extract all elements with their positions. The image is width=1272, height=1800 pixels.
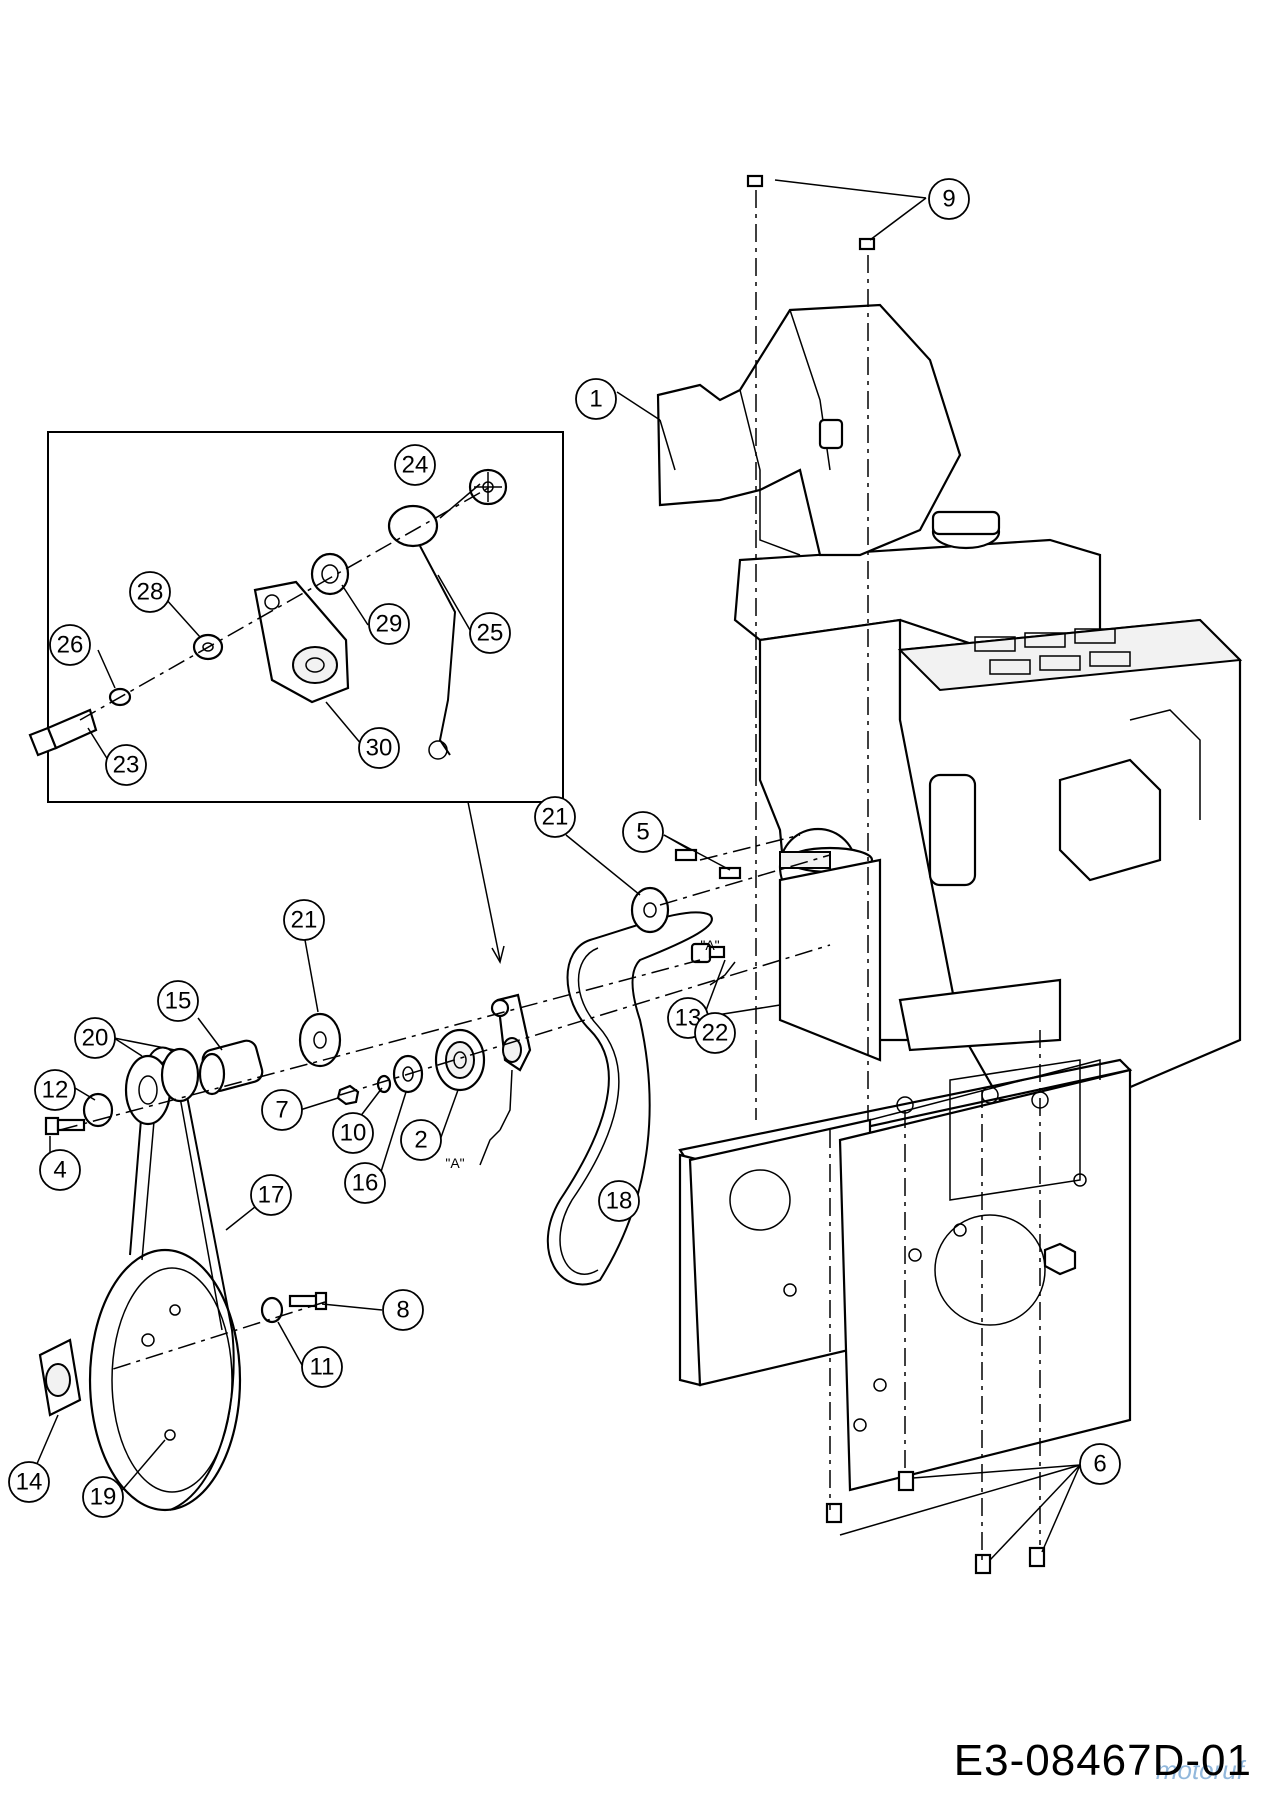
centerlines: [59, 190, 1041, 1560]
engine: [733, 510, 1243, 1102]
plate-22: [778, 858, 882, 1062]
bearing-2: [434, 1028, 486, 1092]
washer-11: [260, 1296, 284, 1324]
leader-lines: [29, 179, 1081, 1561]
drawing-id: E3-08467D-01: [953, 1736, 1252, 1785]
svg-text:16: 16: [352, 1170, 379, 1197]
callout-22: 22: [694, 1012, 736, 1054]
watermark: motoruf: [1155, 1755, 1244, 1785]
callout-24: 24: [394, 444, 436, 486]
inset-spring-25: [387, 504, 457, 760]
callout-9: 9: [928, 178, 970, 220]
callout-10: 10: [332, 1112, 374, 1154]
bolts-5: [674, 848, 742, 880]
svg-text:28: 28: [137, 579, 164, 606]
svg-text:10: 10: [340, 1120, 367, 1147]
callout-25: 25: [469, 612, 511, 654]
svg-text:20: 20: [82, 1025, 109, 1052]
inset-leader: [467, 801, 501, 961]
washer-10: [376, 1074, 392, 1094]
svg-text:21: 21: [542, 804, 569, 831]
callout-12: 12: [34, 1069, 76, 1111]
callout-19: 19: [82, 1476, 124, 1518]
svg-text:9: 9: [942, 186, 955, 213]
belt-cover-1: [656, 303, 962, 557]
detail-inset-box: [47, 431, 564, 803]
washer-12: [82, 1092, 114, 1128]
callout-14: 14: [8, 1461, 50, 1503]
callout-23: 23: [105, 744, 147, 786]
washer-21-right: [630, 886, 670, 934]
inset-bolt-23: [28, 708, 98, 757]
washer-21-left: [298, 1012, 342, 1068]
callout-17: 17: [250, 1174, 292, 1216]
svg-text:23: 23: [113, 752, 140, 779]
callout-5: 5: [622, 811, 664, 853]
reference-mark-a-engine: "A": [700, 937, 719, 953]
callout-15: 15: [157, 980, 199, 1022]
callout-20: 20: [74, 1017, 116, 1059]
screws-6: [825, 1470, 1046, 1575]
svg-text:30: 30: [366, 735, 393, 762]
svg-text:26: 26: [57, 632, 84, 659]
svg-text:17: 17: [258, 1182, 285, 1209]
callout-29: 29: [368, 603, 410, 645]
callout-1: 1: [575, 378, 617, 420]
svg-text:25: 25: [477, 620, 504, 647]
svg-text:6: 6: [1093, 1451, 1106, 1478]
svg-text:22: 22: [702, 1020, 729, 1047]
callout-18: 18: [598, 1180, 640, 1222]
svg-text:18: 18: [606, 1188, 633, 1215]
callout-11: 11: [301, 1346, 343, 1388]
svg-text:21: 21: [291, 907, 318, 934]
callout-2: 2: [400, 1119, 442, 1161]
belt-17: [129, 1046, 235, 1511]
svg-text:12: 12: [42, 1077, 69, 1104]
callout-4: 4: [39, 1149, 81, 1191]
pulley-20: [124, 1047, 200, 1126]
svg-text:2: 2: [414, 1127, 427, 1154]
svg-text:15: 15: [165, 988, 192, 1015]
inset-axis: [79, 486, 491, 721]
bearing-15: [198, 1039, 264, 1096]
callout-8: 8: [382, 1289, 424, 1331]
svg-text:5: 5: [636, 819, 649, 846]
callout-30: 30: [358, 727, 400, 769]
svg-text:4: 4: [53, 1157, 66, 1184]
inset-retainer-24: [468, 468, 508, 506]
callout-28: 28: [129, 571, 171, 613]
bracket-14: [38, 1338, 82, 1417]
callout-7: 7: [261, 1089, 303, 1131]
callout-21-right: 21: [534, 796, 576, 838]
callout-21-left: 21: [283, 899, 325, 941]
callout-6: 6: [1079, 1443, 1121, 1485]
bolt-8: [288, 1291, 328, 1311]
inset-bushing-29: [310, 552, 350, 596]
screws-9: [746, 174, 876, 251]
inset-arm-30: [253, 580, 350, 704]
svg-text:19: 19: [90, 1484, 117, 1511]
svg-text:14: 14: [16, 1469, 43, 1496]
svg-text:11: 11: [310, 1354, 335, 1381]
svg-text:7: 7: [275, 1097, 288, 1124]
reference-mark-a-arm: "A": [445, 1155, 464, 1171]
idler-arm-assembly: [490, 993, 532, 1131]
svg-text:29: 29: [376, 611, 403, 638]
svg-text:24: 24: [402, 452, 429, 479]
bolt-13: [690, 942, 726, 964]
svg-text:8: 8: [396, 1297, 409, 1324]
pulley-19: [88, 1248, 242, 1512]
svg-text:1: 1: [589, 386, 602, 413]
bolt-4: [44, 1116, 86, 1136]
callout-26: 26: [49, 624, 91, 666]
callout-16: 16: [344, 1162, 386, 1204]
